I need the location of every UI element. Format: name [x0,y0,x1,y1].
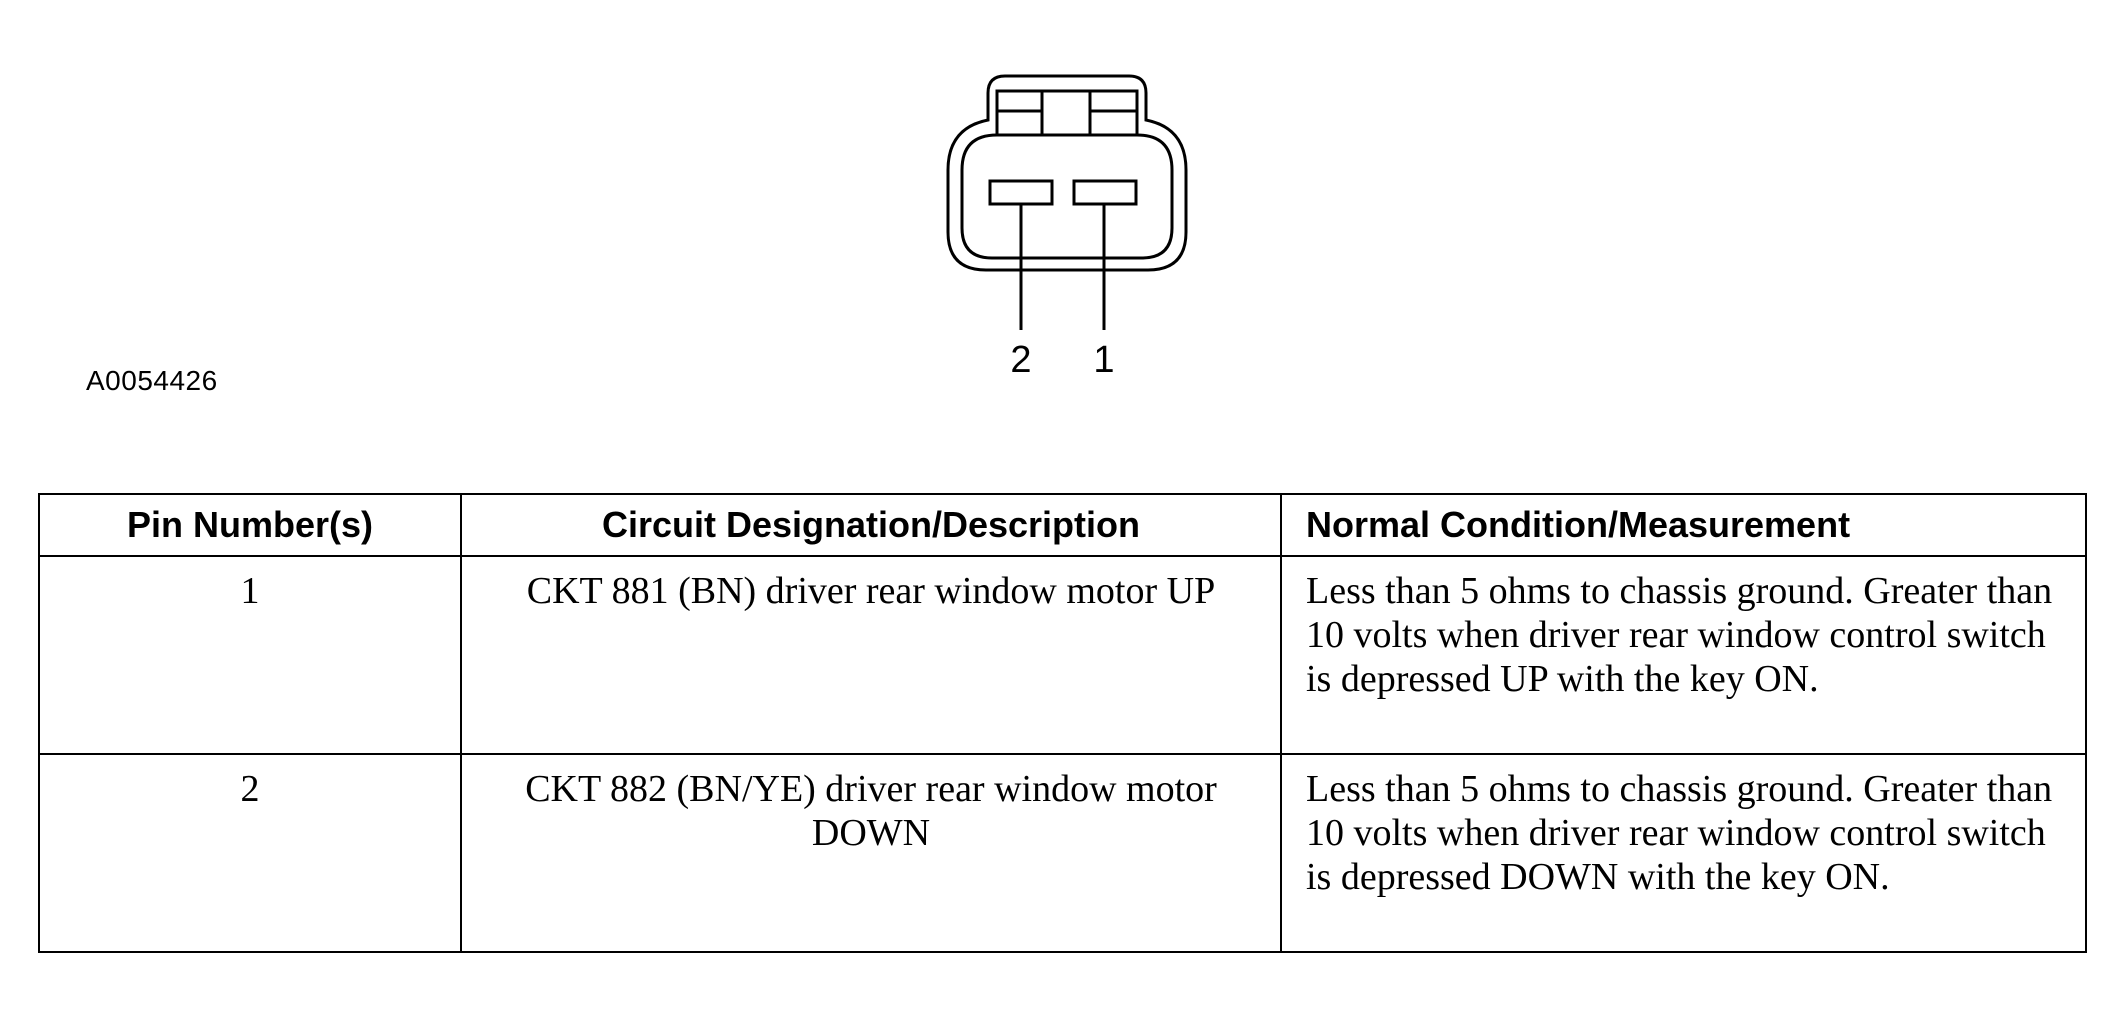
circuit-description-cell: CKT 882 (BN/YE) driver rear window motor… [460,753,1282,953]
locking-tab [995,89,1139,137]
table-row: 1 CKT 881 (BN) driver rear window motor … [38,555,2087,755]
header-circuit-designation: Circuit Designation/Description [460,493,1282,557]
connector-diagram: 2 1 [946,74,1188,381]
pinout-table: Pin Number(s) Circuit Designation/Descri… [38,493,2087,953]
table-row: 2 CKT 882 (BN/YE) driver rear window mot… [38,753,2087,953]
pin-label-2: 2 [1010,339,1031,381]
connector-outer-housing [946,74,1188,272]
pin-number-cell: 2 [38,753,462,953]
terminal-cavity-pin-2 [988,179,1054,206]
pin-number-cell: 1 [38,555,462,755]
table-header-row: Pin Number(s) Circuit Designation/Descri… [38,493,2087,557]
connector-inner-housing [960,133,1174,260]
measurement-cell: Less than 5 ohms to chassis ground. Grea… [1280,753,2087,953]
pin-label-1: 1 [1093,339,1114,381]
terminal-cavity-pin-1 [1072,179,1138,206]
header-normal-condition: Normal Condition/Measurement [1280,493,2087,557]
circuit-description-cell: CKT 881 (BN) driver rear window motor UP [460,555,1282,755]
figure-id: A0054426 [86,365,218,396]
header-pin-number: Pin Number(s) [38,493,462,557]
measurement-cell: Less than 5 ohms to chassis ground. Grea… [1280,555,2087,755]
